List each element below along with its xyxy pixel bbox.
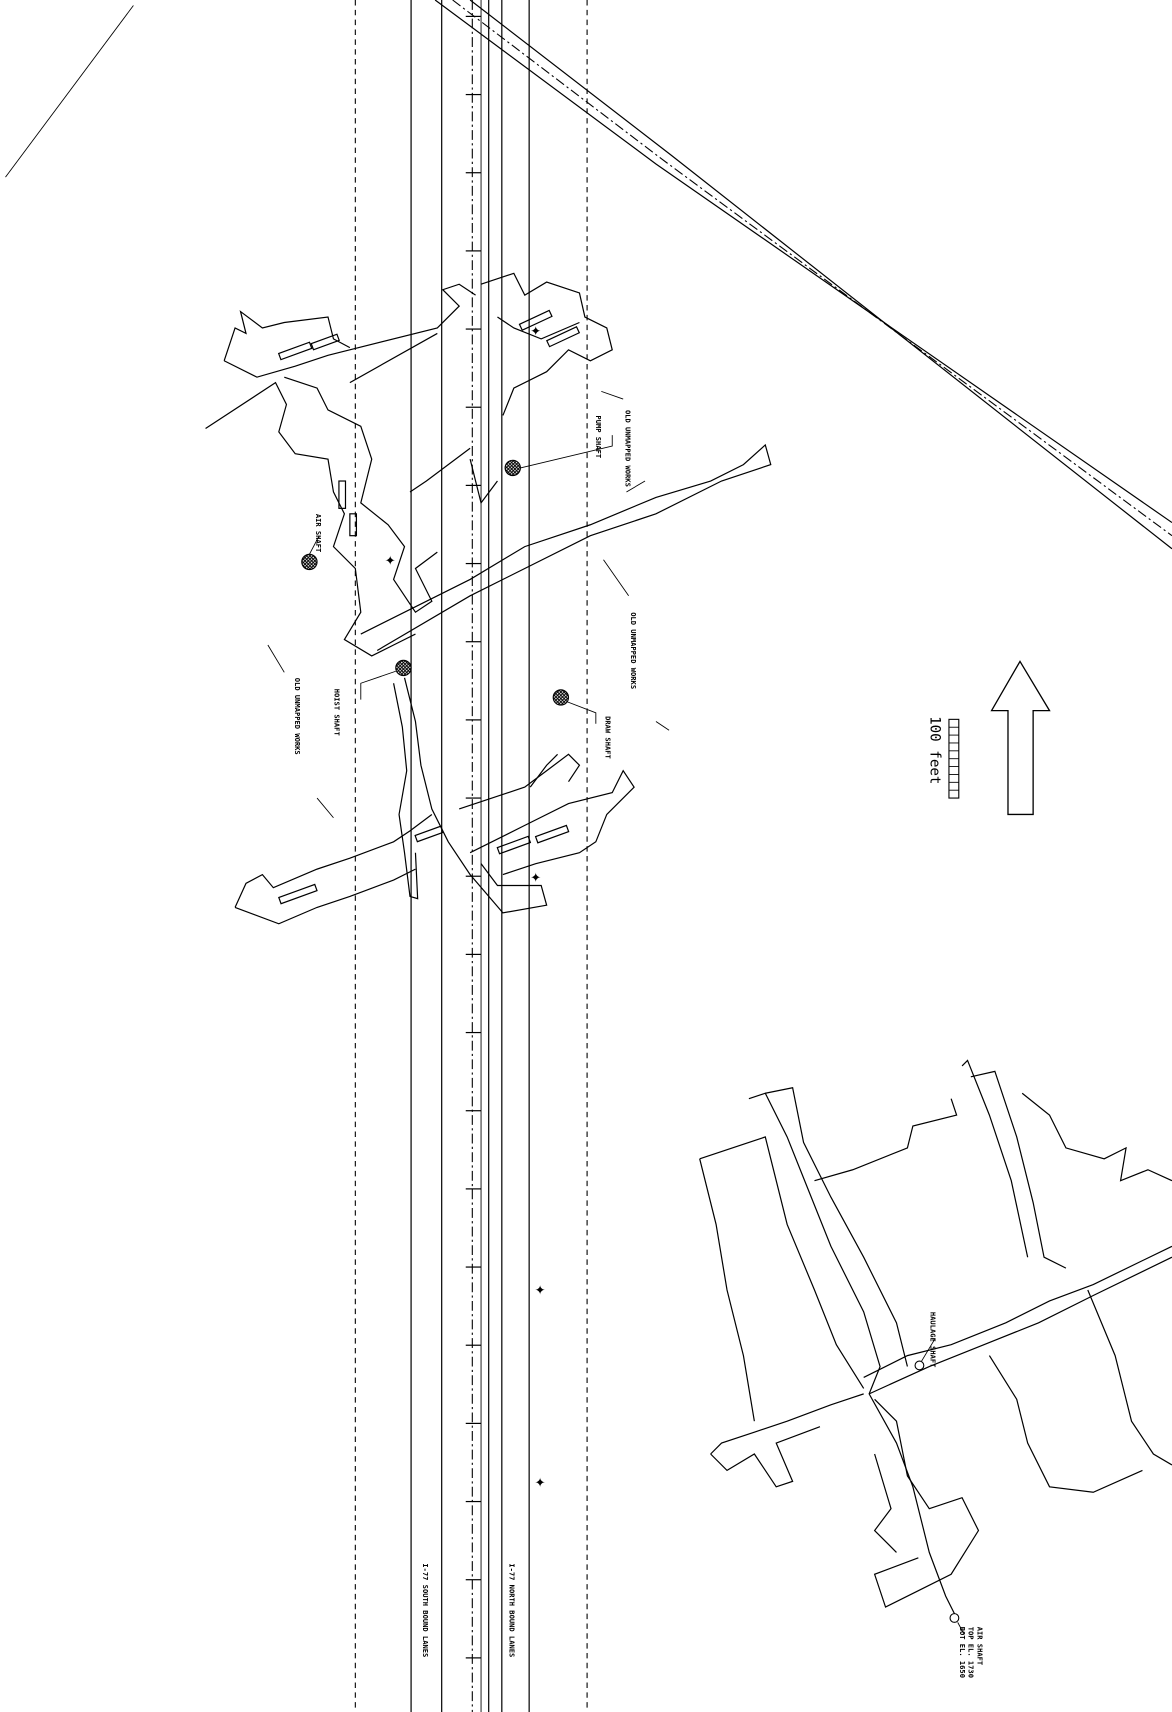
svg-text:✦: ✦	[535, 1475, 546, 1490]
station-ticks	[465, 15, 482, 1659]
unmapped-works-left: OLD UNMAPPED WORKS	[293, 678, 302, 755]
lower-air-shaft-label-3: BOT EL. 1650	[958, 1627, 967, 1678]
svg-text:✦: ✦	[530, 870, 541, 885]
pump-shaft-label: PUMP SHAFT	[594, 415, 603, 458]
lower-air-shaft-label-1: AIR SHAFT	[975, 1627, 984, 1665]
shaft-markers: ✦ ✦ ✦ ✦ ✦	[301, 324, 965, 1635]
highway	[410, 0, 530, 1712]
unmapped-works-upper: OLD UNMAPPED WORKS	[623, 410, 632, 487]
scale-bar: 100 feet	[926, 716, 960, 799]
mine-workings-upper	[205, 272, 772, 657]
mine-workings-lower	[699, 1059, 1172, 1619]
pump-shaft-icon	[504, 459, 521, 477]
unmapped-brackets	[267, 390, 670, 819]
hoist-shaft-icon	[395, 659, 412, 677]
lower-air-shaft-icon	[949, 1613, 960, 1623]
unmapped-works-center: OLD UNMAPPED WORKS	[629, 612, 638, 689]
air-shaft-icon	[301, 553, 318, 571]
draw-shaft-label: DRAW SHAFT	[604, 716, 613, 759]
southbound-label: I-77 SOUTH BOUND LANES	[421, 1563, 430, 1657]
northbound-label: I-77 NORTH BOUND LANES	[507, 1563, 516, 1657]
haulage-shaft-label: HAULAGE SHAFT	[928, 1312, 937, 1368]
scale-label: 100 feet	[926, 716, 942, 784]
north-arrow-icon	[990, 660, 1051, 816]
mine-workings-middle	[234, 677, 635, 925]
lower-air-shaft-label-2: TOP EL. 1730	[967, 1627, 976, 1678]
railroad	[434, 0, 1172, 550]
svg-text:✦: ✦	[385, 553, 396, 568]
svg-text:✦: ✦	[535, 1282, 546, 1297]
draw-shaft-icon	[552, 689, 570, 706]
boundary-line	[5, 5, 134, 178]
hoist-shaft-label: HOIST SHAFT	[333, 689, 342, 736]
haulage-shaft-icon	[914, 1360, 925, 1371]
svg-text:✦: ✦	[530, 324, 541, 339]
air-shaft-label: AIR SHAFT	[314, 514, 323, 552]
